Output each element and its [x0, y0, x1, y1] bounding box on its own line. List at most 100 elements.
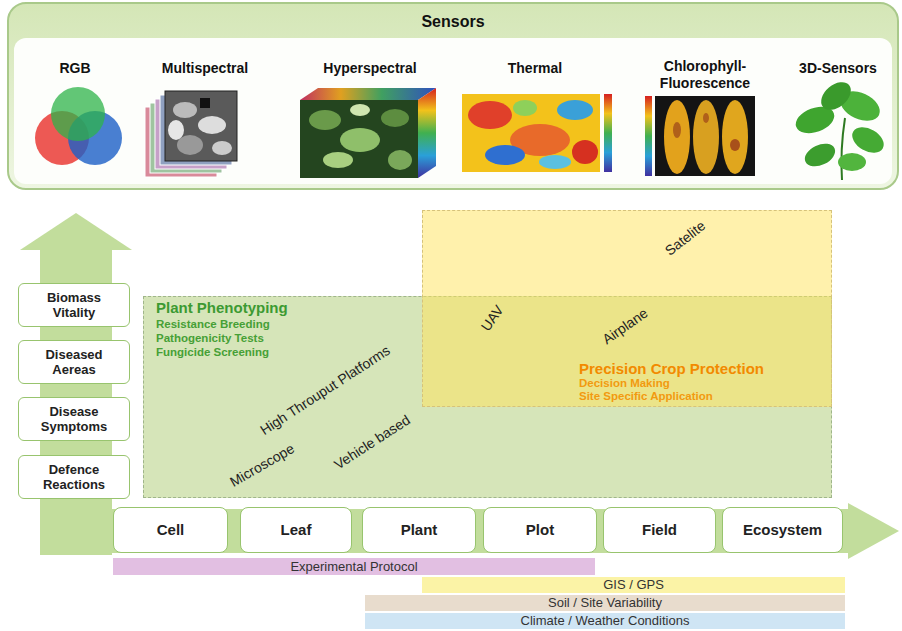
- scale-box: Leaf: [240, 507, 352, 553]
- sensor-panel-body: [14, 38, 892, 184]
- node-heading: Diseased Aereas: [24, 347, 124, 377]
- sensor-label: Hyperspectral: [305, 60, 435, 77]
- thermal-image: [462, 94, 600, 172]
- sensor-label: Chlorophyll- Fluorescence: [645, 58, 765, 92]
- heat-patch: [557, 100, 593, 120]
- factor-band: Experimental Protocol: [113, 558, 595, 575]
- rgb-circle: [51, 87, 105, 141]
- sensor-label: Thermal: [480, 60, 590, 77]
- colour-scale: [604, 94, 612, 172]
- leaf-shadow: [200, 98, 210, 108]
- scale-box: Disease Symptoms: [18, 397, 130, 441]
- node-heading: Plant: [368, 521, 470, 539]
- lesion-spot: [730, 139, 740, 151]
- node-heading: Experimental Protocol: [118, 559, 590, 575]
- leaf-shape: [693, 100, 719, 174]
- leaf-shape: [340, 128, 380, 152]
- node-subtext: Pathogenicity Tests: [156, 331, 288, 345]
- node-heading: Field: [609, 521, 710, 539]
- sensor-label: Multispectral: [145, 60, 265, 77]
- node-heading: Precision Crop Protection: [579, 361, 764, 377]
- cube-front: [300, 100, 418, 178]
- cube-top: [300, 88, 436, 100]
- text-group: Experimental Protocol: [118, 559, 590, 575]
- sensor-panel: Sensors: [8, 3, 898, 189]
- text-group: Sensors: [8, 12, 898, 32]
- text-group: Field: [609, 521, 710, 539]
- node-heading: GIS / GPS: [427, 577, 840, 593]
- text-group: Biomass Vitality: [24, 290, 124, 320]
- lesion-spot: [673, 122, 681, 138]
- node-subtext: Fungicide Screening: [156, 345, 288, 359]
- text-group: Ecosystem: [728, 521, 837, 539]
- plant-leaf: [816, 77, 856, 116]
- text-group: Soil / Site Variability: [370, 595, 840, 611]
- plant-leaf: [801, 139, 838, 171]
- node-heading: Defence Reactions: [24, 462, 124, 492]
- text-group: Leaf: [246, 521, 346, 539]
- colour-scale: [645, 96, 652, 176]
- leaf-shape: [323, 152, 353, 168]
- factor-band: GIS / GPS: [422, 577, 845, 593]
- leaf-shape: [664, 100, 690, 174]
- node-heading: Soil / Site Variability: [370, 595, 840, 611]
- node-heading: Ecosystem: [728, 521, 837, 539]
- sensor-label: RGB: [25, 60, 125, 77]
- vertical-axis-arrowhead: [20, 213, 132, 250]
- leaf-shape: [198, 116, 226, 134]
- sensor-panel: [8, 3, 898, 189]
- text-group: Plot: [489, 521, 591, 539]
- plant-leaf: [838, 153, 866, 171]
- scale-box: Plant: [362, 507, 476, 553]
- factor-band: Climate / Weather Conditions: [365, 613, 845, 629]
- node-heading: Plot: [489, 521, 591, 539]
- heat-patch: [468, 101, 512, 129]
- node-subtext: Decision Making: [579, 377, 764, 390]
- scale-box: Defence Reactions: [18, 455, 130, 499]
- scale-box: Cell: [113, 507, 228, 553]
- sensor-label: 3D-Sensors: [788, 60, 888, 77]
- text-group: Diseased Aereas: [24, 347, 124, 377]
- plant-stem: [841, 118, 845, 180]
- node-heading: Sensors: [8, 12, 898, 32]
- scale-box: Field: [603, 507, 716, 553]
- text-group: Disease Symptoms: [24, 404, 124, 434]
- heat-patch: [572, 140, 598, 164]
- factor-band: Soil / Site Variability: [365, 595, 845, 611]
- scale-box: Ecosystem: [722, 507, 843, 553]
- node-subtext: Site Specific Application: [579, 390, 764, 403]
- node-heading: Leaf: [246, 521, 346, 539]
- node-heading: Cell: [119, 521, 222, 539]
- heat-patch: [485, 145, 525, 165]
- lesion-spot: [703, 113, 709, 123]
- node-heading: Biomass Vitality: [24, 290, 124, 320]
- fluorescence-image: [655, 96, 755, 176]
- leaf-shape: [212, 141, 232, 155]
- scale-box: Plot: [483, 507, 597, 553]
- text-group: Plant PhenotypingResistance BreedingPath…: [156, 299, 288, 359]
- band-layer: [165, 91, 237, 161]
- cube-side: [418, 88, 436, 178]
- node-heading: Plant Phenotyping: [156, 299, 288, 317]
- leaf-shape: [388, 150, 412, 170]
- leaf-shape: [350, 104, 370, 116]
- leaf-shape: [173, 102, 197, 118]
- text-group: Plant: [368, 521, 470, 539]
- text-group: GIS / GPS: [427, 577, 840, 593]
- leaf-shape: [722, 100, 748, 174]
- node-subtext: Resistance Breeding: [156, 317, 288, 331]
- plant-leaf: [848, 122, 888, 158]
- horizontal-axis-arrowhead: [848, 503, 899, 559]
- text-group: Precision Crop ProtectionDecision Making…: [579, 361, 764, 403]
- heat-patch: [539, 155, 571, 169]
- leaf-shape: [168, 120, 184, 140]
- scale-box: Biomass Vitality: [18, 283, 130, 327]
- heat-patch: [513, 100, 537, 116]
- leaf-shape: [309, 110, 341, 130]
- leaf-shape: [177, 135, 203, 155]
- text-group: Climate / Weather Conditions: [370, 613, 840, 629]
- leaf-shape: [381, 109, 409, 127]
- application-region: Precision Crop ProtectionDecision Making…: [422, 210, 832, 407]
- scale-box: Diseased Aereas: [18, 340, 130, 384]
